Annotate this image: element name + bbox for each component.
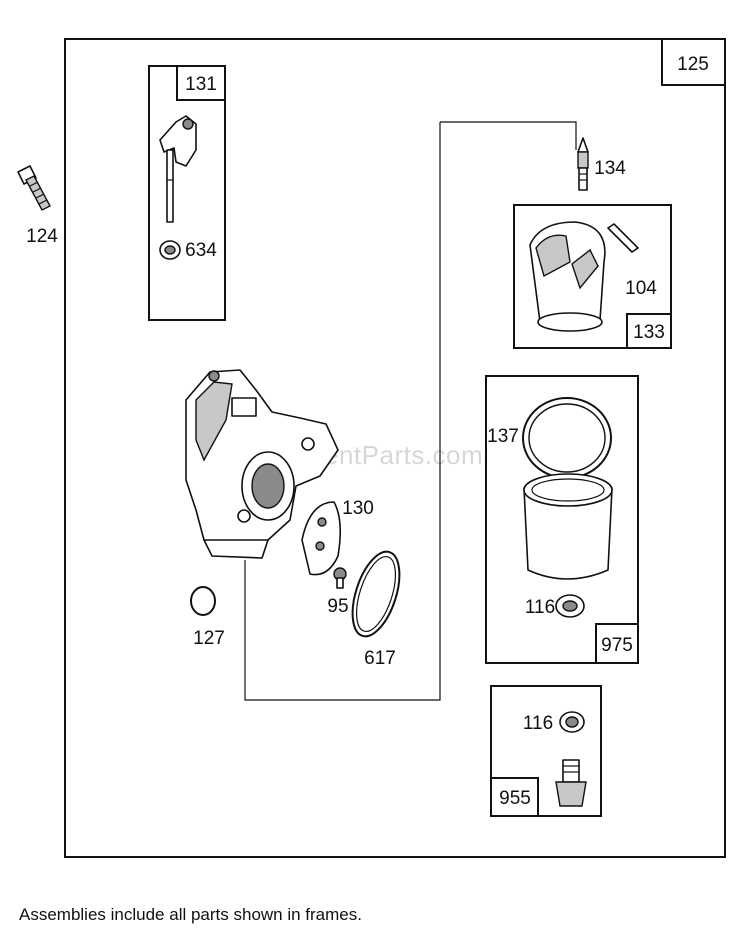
- callout-133: 133: [633, 322, 665, 343]
- frame-133: [513, 204, 672, 349]
- screw-95-icon: [333, 567, 347, 589]
- callout-104: 104: [625, 278, 657, 299]
- frame-975: [485, 375, 639, 664]
- frame-955: [490, 685, 602, 817]
- leader-line-bowl: [244, 122, 441, 701]
- frame-131: [148, 65, 226, 321]
- callout-955: 955: [499, 788, 531, 809]
- callout-617: 617: [364, 648, 396, 669]
- frame-975-label-box: [595, 623, 639, 664]
- washer-116b-icon: [559, 711, 585, 733]
- bowl-nut-955-icon: [555, 759, 587, 807]
- float-bowl-icon: [523, 473, 613, 580]
- float-pin-104-icon: [607, 223, 639, 253]
- callout-116-nut: 116: [523, 713, 553, 734]
- callout-634: 634: [185, 240, 217, 261]
- footer-note: Assemblies include all parts shown in fr…: [19, 905, 362, 924]
- callout-131: 131: [185, 74, 217, 95]
- carburetor-body-icon: [185, 369, 339, 559]
- assembly-number-box: [661, 38, 726, 86]
- callout-130: 130: [342, 498, 374, 519]
- frame-955-label-box: [490, 777, 539, 817]
- callout-137: 137: [487, 426, 519, 447]
- assembly-number: 125: [677, 54, 709, 75]
- leader-line-top: [440, 121, 577, 150]
- throttle-shaft-icon: [159, 115, 197, 223]
- callout-95: 95: [327, 596, 348, 617]
- washer-116a-icon: [555, 594, 585, 618]
- assembly-frame: [64, 38, 726, 858]
- frame-131-label-box: [176, 65, 226, 101]
- bolt-124-icon: [17, 165, 51, 211]
- float-133-icon: [529, 221, 606, 332]
- callout-124: 124: [26, 226, 58, 247]
- plate-130-icon: [301, 501, 342, 576]
- callout-116-bowl: 116: [525, 597, 555, 618]
- frame-133-label-box: [626, 313, 672, 349]
- gasket-617-icon: [351, 550, 401, 638]
- inlet-needle-134-icon: [577, 137, 589, 191]
- seal-634-icon: [159, 240, 181, 260]
- callout-975: 975: [601, 635, 633, 656]
- callout-134: 134: [594, 158, 626, 179]
- bowl-gasket-137-icon: [522, 397, 612, 479]
- callout-127: 127: [193, 628, 225, 649]
- o-ring-127-icon: [190, 586, 216, 616]
